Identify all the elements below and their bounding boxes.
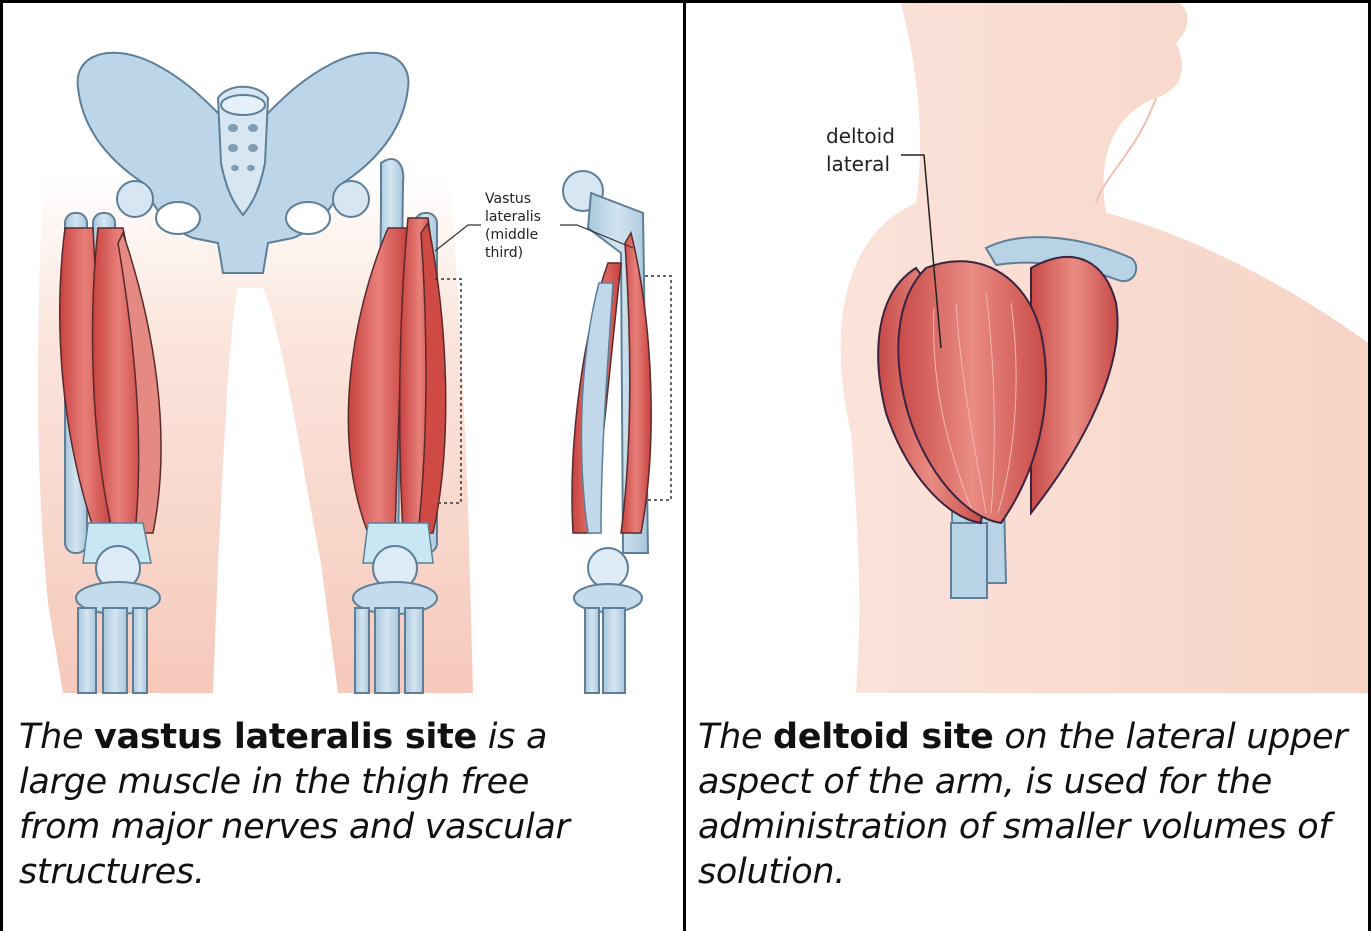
- vastus-lateralis-panel: Vastus lateralis (middle third) The vast…: [3, 3, 683, 931]
- thigh-illustration: Vastus lateralis (middle third): [3, 3, 683, 703]
- left-knee: [76, 523, 160, 693]
- lateral-view-leg: [563, 171, 651, 693]
- shoulder-illustration: deltoid lateral: [686, 3, 1368, 703]
- vastus-lateralis-label: Vastus lateralis (middle third): [485, 191, 545, 261]
- vastus-lateralis-caption: The vastus lateralis site is a large mus…: [19, 715, 619, 895]
- deltoid-lateral-label: deltoid lateral: [826, 124, 901, 176]
- deltoid-panel: deltoid lateral The deltoid site on the …: [686, 3, 1368, 931]
- deltoid-caption: The deltoid site on the lateral upper as…: [698, 715, 1348, 895]
